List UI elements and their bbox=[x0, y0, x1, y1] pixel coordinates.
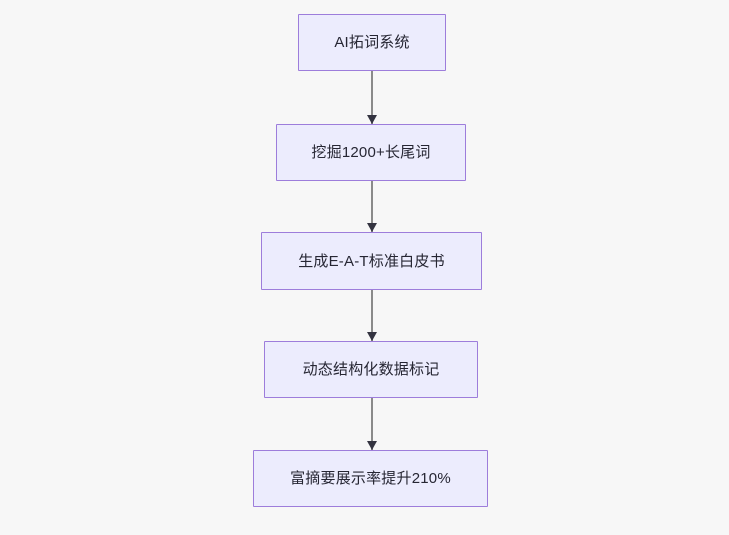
flow-node-label: 动态结构化数据标记 bbox=[302, 361, 440, 378]
flow-node-label: 生成E-A-T标准白皮书 bbox=[298, 252, 445, 270]
arrowhead-icon bbox=[367, 223, 377, 232]
arrowhead-icon bbox=[367, 332, 377, 341]
flow-node-mine-longtail-keywords[interactable]: 挖掘1200+长尾词 bbox=[276, 124, 466, 181]
flow-node-label: AI拓词系统 bbox=[334, 34, 410, 51]
flow-node-ai-keyword-system[interactable]: AI拓词系统 bbox=[298, 14, 446, 71]
edge-node2-to-node3 bbox=[367, 181, 377, 232]
arrowhead-icon bbox=[367, 115, 377, 124]
flow-node-dynamic-structured-data[interactable]: 动态结构化数据标记 bbox=[264, 341, 478, 398]
edge-line bbox=[371, 71, 373, 124]
edge-line bbox=[371, 398, 373, 450]
edge-line bbox=[371, 181, 373, 232]
edge-node3-to-node4 bbox=[367, 290, 377, 341]
flow-node-label: 富摘要展示率提升210% bbox=[290, 470, 451, 487]
arrowhead-icon bbox=[367, 441, 377, 450]
edge-node4-to-node5 bbox=[367, 398, 377, 450]
flow-node-generate-eat-whitepaper[interactable]: 生成E-A-T标准白皮书 bbox=[261, 232, 482, 290]
flow-node-rich-snippet-uplift[interactable]: 富摘要展示率提升210% bbox=[253, 450, 488, 507]
edge-line bbox=[371, 290, 373, 341]
flow-node-label: 挖掘1200+长尾词 bbox=[311, 144, 431, 161]
edge-node1-to-node2 bbox=[367, 71, 377, 124]
